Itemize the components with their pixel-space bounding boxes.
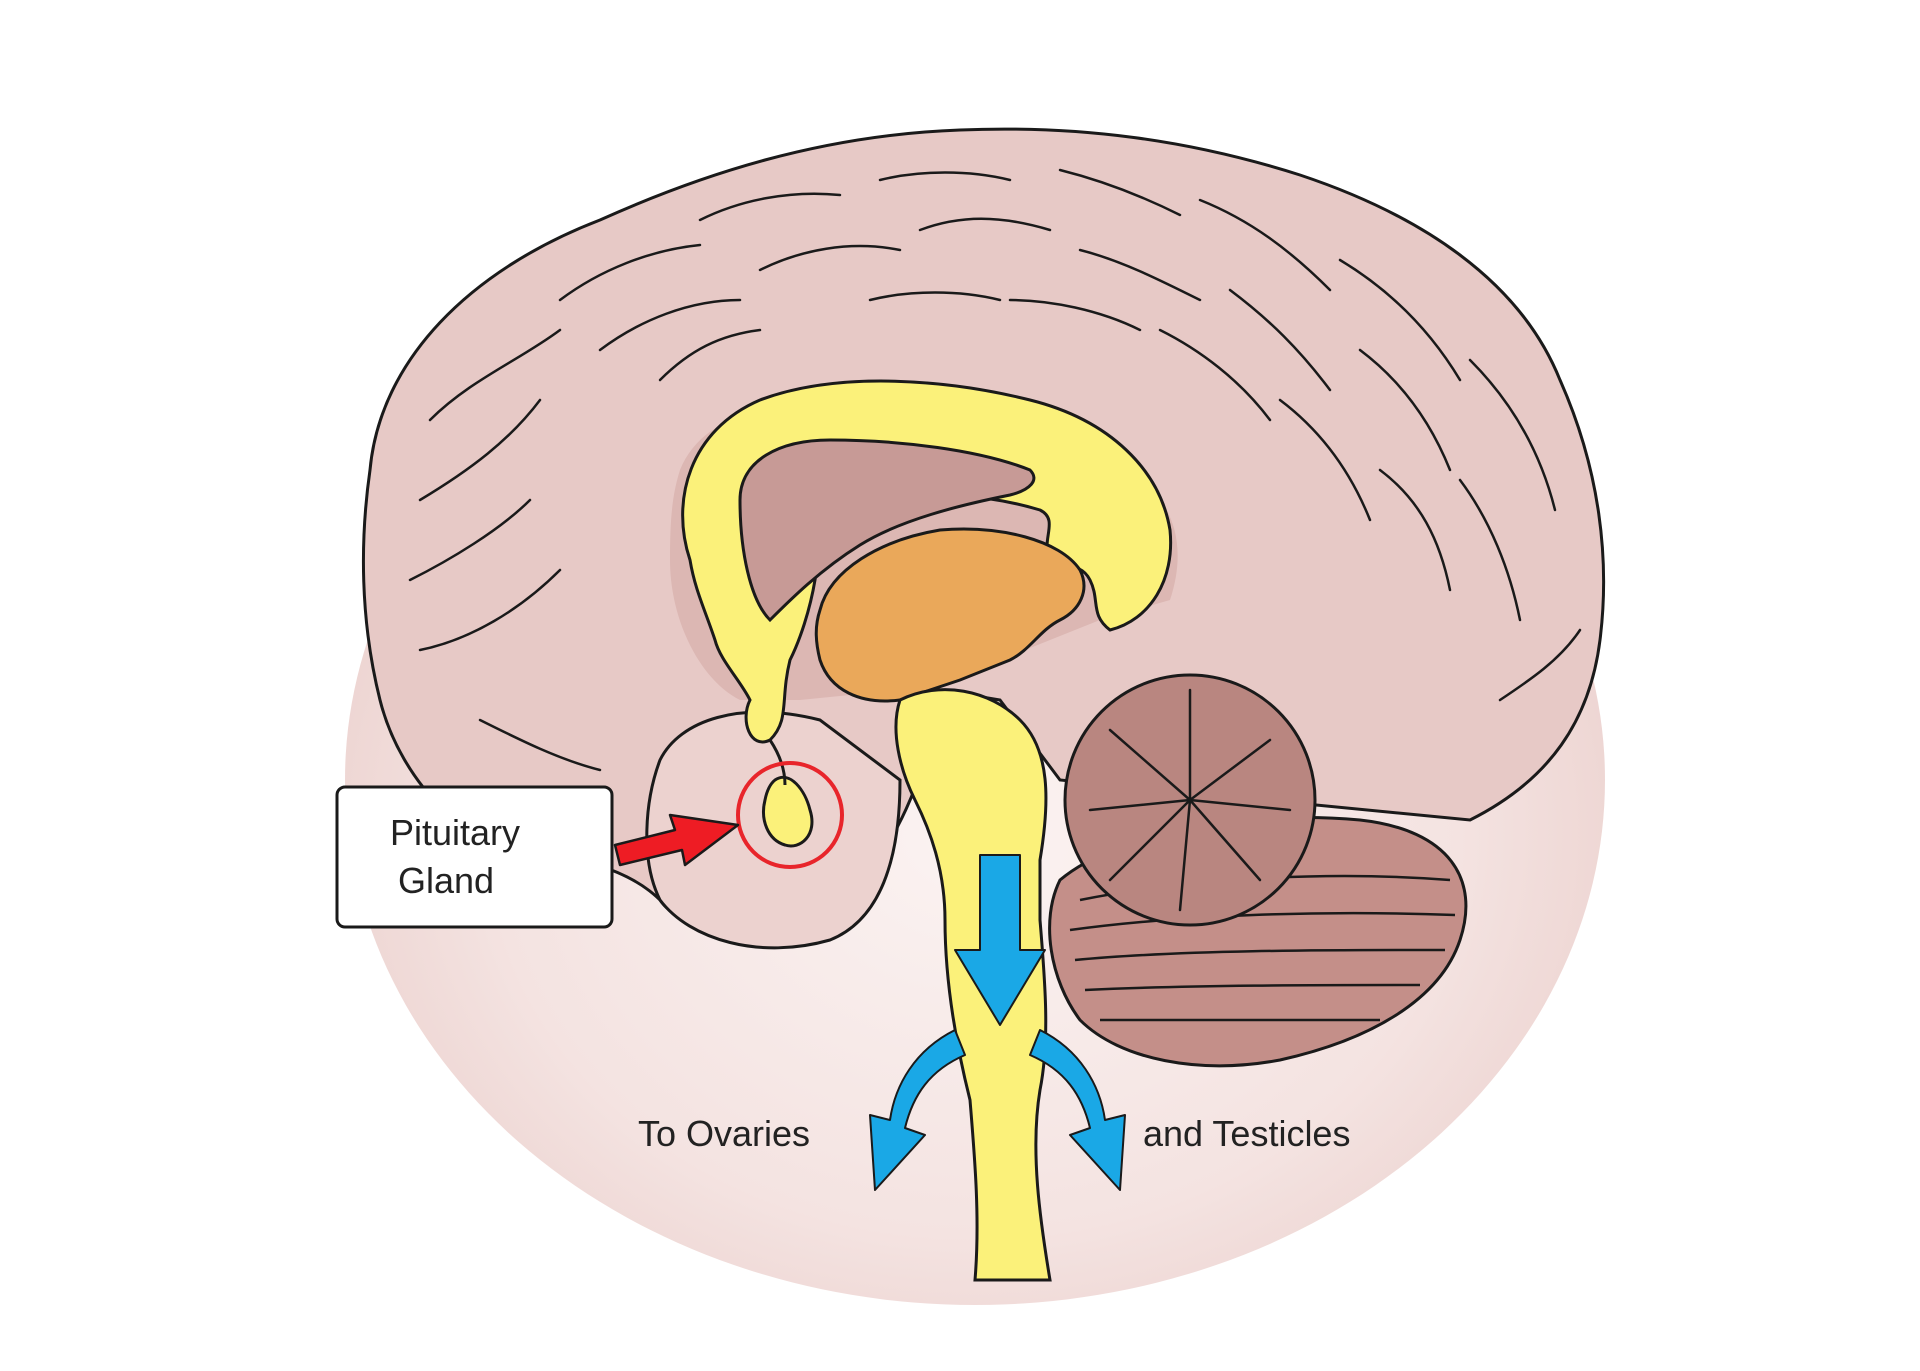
and-testicles-label: and Testicles (1143, 1113, 1350, 1154)
pituitary-label-line1: Pituitary (390, 812, 520, 853)
brainstem (894, 688, 1052, 1282)
blue-arrow-icon (954, 854, 1046, 1026)
arbor-vitae (1088, 688, 1292, 912)
pituitary-label-box (335, 785, 614, 929)
pituitary-label-line2: Gland (398, 860, 494, 901)
pituitary-gland (762, 776, 814, 848)
thalamus (814, 527, 1086, 703)
pituitary-highlight-ring (736, 761, 844, 869)
lateral-ventricle (738, 438, 1036, 623)
blue-arrow-icon (869, 1029, 966, 1191)
blue-arrow-icon (1029, 1029, 1126, 1191)
to-ovaries-label: To Ovaries (638, 1113, 810, 1154)
cerebrum-folds (408, 168, 1582, 772)
red-arrow-icon (613, 813, 740, 867)
